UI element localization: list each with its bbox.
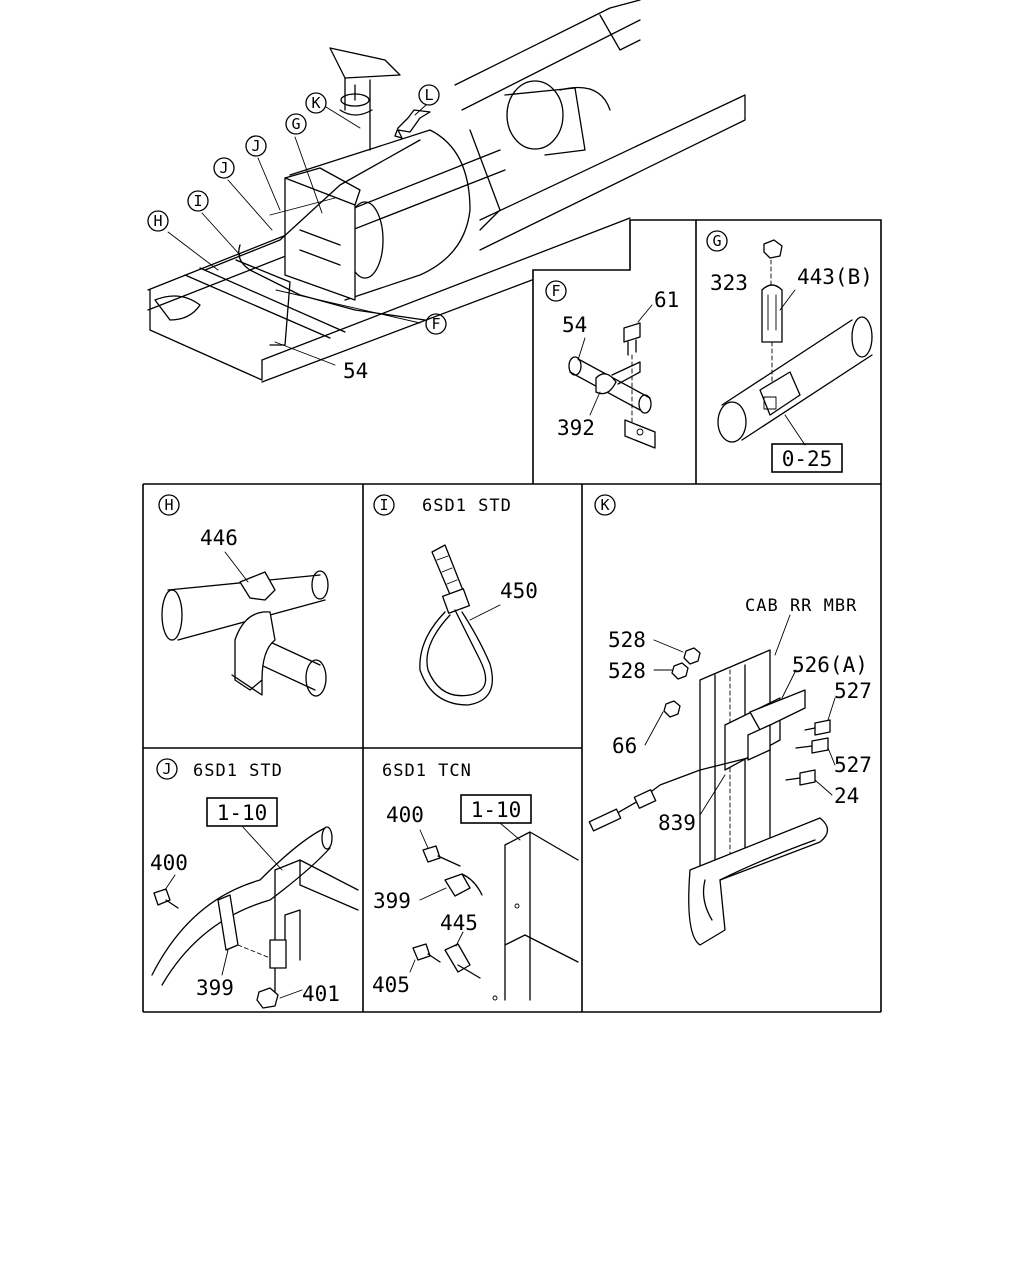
callout-G: G [285,113,307,135]
part-label-323: 323 [710,271,748,295]
part-label-66: 66 [612,734,637,758]
part-label-392: 392 [557,416,595,440]
part-label-445: 445 [440,911,478,935]
panel-F: F 61 54 392 [532,219,697,484]
callout-J-upper: J [245,135,267,157]
callout-K: K [305,92,327,114]
part-label-527-top: 527 [834,679,872,703]
callout-I: I [187,190,209,212]
panel-I-letter: I [379,496,388,514]
part-label-401: 401 [302,982,340,1006]
callout-J-lower: J [213,157,235,179]
part-label-24: 24 [834,784,859,808]
callout-L: L [418,84,440,106]
panel-J-letter: J [162,760,171,778]
part-label-528-top: 528 [608,628,646,652]
panel-K: K CAB RR MBR 528 528 [588,494,872,946]
panel-TCN-caption: 6SD1 TCN [382,761,472,781]
part-label-527-bottom: 527 [834,753,872,777]
ref-box-1-10-tcn-text: 1-10 [471,798,522,822]
part-label-54: 54 [343,359,368,383]
part-label-54: 54 [562,313,587,337]
panel-K-letter: K [600,496,609,514]
part-label-399-tcn: 399 [373,889,411,913]
panel-H-letter: H [164,496,173,514]
svg-text:J: J [251,137,260,155]
part-label-446: 446 [200,526,238,550]
panel-TCN: 6SD1 TCN 1-10 400 399 445 405 [372,761,579,1001]
part-label-528-bottom: 528 [608,659,646,683]
part-label-839: 839 [658,811,696,835]
svg-text:L: L [424,86,433,104]
ref-box-0-25-text: 0-25 [782,447,833,471]
part-label-399: 399 [196,976,234,1000]
ref-box-0-25 [771,443,843,473]
svg-text:G: G [291,115,300,133]
part-label-450: 450 [500,579,538,603]
panel-G-letter: G [712,232,721,250]
panel-J-caption: 6SD1 STD [193,761,283,781]
svg-text:F: F [431,315,440,333]
svg-text:I: I [193,192,202,210]
panel-I-caption: 6SD1 STD [422,496,512,516]
panel-J: J 6SD1 STD 1-10 400 399 401 [150,758,359,1009]
callout-H: H [147,210,169,232]
panel-H: H 446 [142,483,882,1013]
part-label-443B: 443(B) [797,265,873,289]
ref-box-1-10-text: 1-10 [217,801,268,825]
svg-text:J: J [219,159,228,177]
panel-I: I 6SD1 STD 450 [373,494,538,706]
part-label-405: 405 [372,973,410,997]
ref-box-1-10-tcn [460,794,532,824]
svg-text:K: K [311,94,320,112]
callout-F: F [425,313,447,335]
svg-text:H: H [153,212,162,230]
part-label-526A: 526(A) [792,653,868,677]
panel-G: G 323 443(B) 0-25 [696,219,882,484]
part-label-400: 400 [150,851,188,875]
panel-F-letter: F [551,282,560,300]
part-label-61: 61 [654,288,679,312]
main-chassis-view: K L G J J I H F 54 [147,0,746,383]
panel-K-caption: CAB RR MBR [745,596,857,616]
part-label-400-tcn: 400 [386,803,424,827]
